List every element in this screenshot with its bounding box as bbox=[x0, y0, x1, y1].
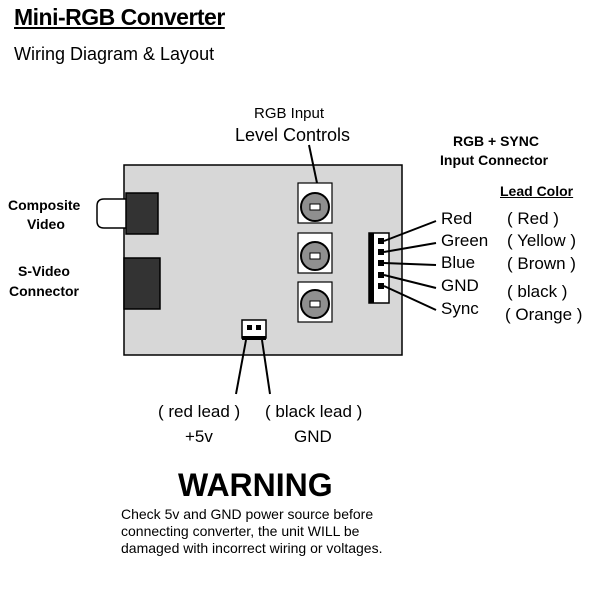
input-connector-label-line1: RGB + SYNC bbox=[453, 133, 539, 149]
black-lead-label: ( black lead ) bbox=[265, 402, 363, 421]
svideo-connector bbox=[123, 257, 161, 310]
pin-lead-color: ( Orange ) bbox=[505, 305, 583, 324]
wire-gnd bbox=[383, 274, 437, 289]
wire-ground bbox=[261, 339, 271, 395]
level-controls-leader bbox=[308, 144, 318, 184]
level-control-knob-green bbox=[297, 232, 333, 274]
wire-plus5v bbox=[235, 339, 247, 395]
pin-signal-label: GND bbox=[441, 276, 479, 295]
pin-lead-color: ( black ) bbox=[507, 282, 568, 301]
warning-line: Check 5v and GND power source before bbox=[121, 506, 374, 522]
input-connector-label-line2: Input Connector bbox=[440, 152, 549, 168]
level-controls-label-line1: RGB Input bbox=[254, 105, 325, 122]
pin-lead-color: ( Brown ) bbox=[507, 254, 576, 273]
power-connector bbox=[241, 319, 267, 340]
warning-line: connecting converter, the unit WILL be bbox=[121, 523, 360, 539]
pin-signal-label: Red bbox=[441, 209, 473, 228]
pin-lead-color: ( Yellow ) bbox=[507, 231, 576, 250]
page-subtitle: Wiring Diagram & Layout bbox=[14, 44, 215, 64]
svideo-label-line1: S-Video bbox=[18, 263, 70, 279]
wire-green bbox=[383, 242, 437, 253]
plus5v-label: +5v bbox=[185, 427, 213, 446]
pin-signal-label: Sync bbox=[441, 299, 479, 318]
composite-label-line1: Composite bbox=[8, 197, 81, 213]
lead-color-heading: Lead Color bbox=[500, 183, 574, 199]
level-controls-label-line2: Level Controls bbox=[235, 125, 351, 145]
warning-heading: WARNING bbox=[178, 467, 333, 503]
warning-line: damaged with incorrect wiring or voltage… bbox=[121, 540, 383, 556]
warning-text: Check 5v and GND power source before con… bbox=[121, 506, 441, 557]
composite-jack bbox=[125, 192, 159, 235]
pin-lead-color: ( Red ) bbox=[507, 209, 559, 228]
wire-red bbox=[383, 220, 437, 242]
composite-jack-plug bbox=[96, 198, 126, 229]
pin-signal-label: Green bbox=[441, 231, 489, 250]
rgb-sync-connector bbox=[368, 232, 390, 304]
red-lead-label: ( red lead ) bbox=[158, 402, 241, 421]
level-control-knob-blue bbox=[297, 281, 333, 323]
wire-sync bbox=[383, 285, 437, 311]
svideo-label-line2: Connector bbox=[9, 283, 79, 299]
wire-blue bbox=[383, 262, 437, 266]
level-control-knob-red bbox=[297, 182, 333, 224]
composite-label-line2: Video bbox=[27, 216, 65, 232]
page-title: Mini-RGB Converter bbox=[14, 4, 225, 30]
gnd-label: GND bbox=[294, 427, 332, 446]
pin-signal-label: Blue bbox=[441, 253, 476, 272]
